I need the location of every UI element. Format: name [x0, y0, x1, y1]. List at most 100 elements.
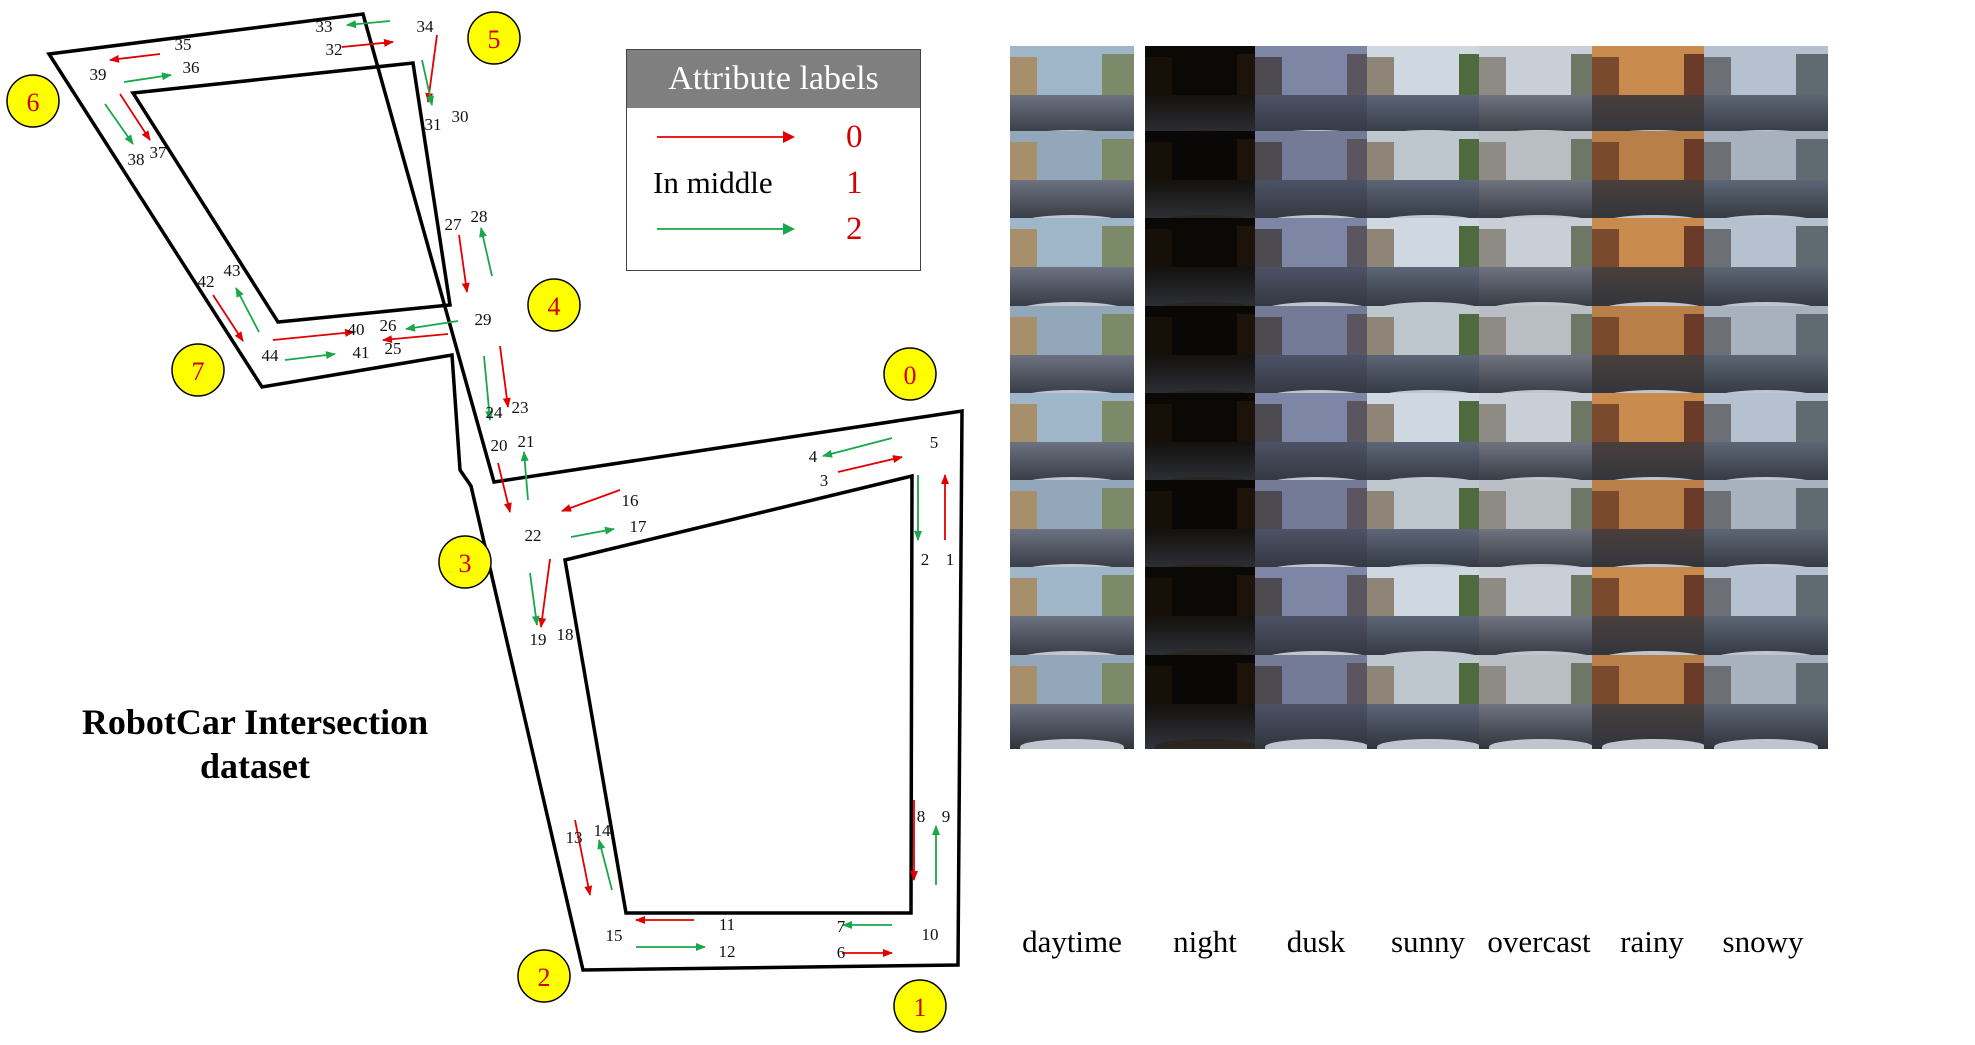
red-route-arrow [458, 234, 470, 293]
intersection-marker: 6 [6, 74, 60, 128]
route-point-label: 13 [566, 828, 583, 847]
scene-image-dusk [1255, 218, 1379, 312]
route-point-label: 38 [128, 150, 145, 169]
intersection-circle [6, 74, 60, 128]
scene-image-daytime [1010, 46, 1134, 140]
scene-image-night [1145, 46, 1269, 140]
route-point-label: 40 [348, 320, 365, 339]
condition-label-dusk: dusk [1286, 924, 1346, 959]
scene-image-daytime [1010, 655, 1134, 749]
route-point-label: 16 [622, 491, 639, 510]
attribute-legend: Attribute labels 0 In middle 1 2 [626, 49, 921, 271]
intersection-circle [467, 11, 521, 65]
scene-image-rainy [1592, 655, 1716, 749]
red-route-arrow [109, 53, 161, 63]
legend-header: Attribute labels [627, 50, 920, 108]
intersection-label: 1 [914, 993, 927, 1022]
route-point-label: 17 [630, 517, 648, 536]
condition-label-snowy: snowy [1722, 924, 1804, 959]
intersection-marker: 3 [438, 535, 492, 589]
scene-image-sunny [1367, 655, 1491, 749]
route-point-label: 5 [930, 433, 939, 452]
scene-image-rainy [1592, 46, 1716, 140]
route-point-label: 44 [262, 346, 280, 365]
legend-row-0: 0 [627, 115, 920, 159]
legend-value: 1 [846, 165, 863, 201]
green-route-arrow [520, 451, 529, 501]
legend-text: In middle [653, 165, 773, 200]
scene-image-overcast [1479, 306, 1603, 400]
scene-image-night [1145, 393, 1269, 487]
route-point-label: 41 [353, 343, 370, 362]
route-point-label: 26 [380, 316, 397, 335]
red-route-arrow [561, 489, 621, 512]
scene-image-dusk [1255, 655, 1379, 749]
scene-image-overcast [1479, 46, 1603, 140]
route-point-label: 12 [719, 942, 736, 961]
scene-image-sunny [1367, 567, 1491, 661]
red-route-arrow [497, 462, 512, 513]
scene-image-rainy [1592, 131, 1716, 225]
legend-row-2: 2 [627, 207, 920, 251]
route-point-label: 7 [837, 917, 846, 936]
red-arrow-icon [657, 131, 795, 143]
scene-image-sunny [1367, 393, 1491, 487]
green-route-arrow [479, 227, 493, 277]
dataset-title: RobotCar Intersection dataset [81, 702, 429, 786]
scene-image-dusk [1255, 306, 1379, 400]
intersection-marker: 7 [171, 343, 225, 397]
scene-image-night [1145, 218, 1269, 312]
route-point-label: 3 [820, 471, 829, 490]
route-point-label: 18 [557, 625, 574, 644]
road-inner-block-lower [562, 473, 914, 915]
route-point-label: 1 [946, 550, 955, 569]
green-route-arrow [570, 526, 615, 538]
condition-label-sunny: sunny [1390, 924, 1466, 959]
scene-image-sunny [1367, 46, 1491, 140]
red-route-arrow [837, 455, 903, 473]
green-route-arrow [123, 72, 172, 83]
route-point-label: 37 [150, 143, 168, 162]
intersection-label: 4 [548, 292, 561, 321]
green-route-arrow [346, 20, 391, 29]
scene-image-rainy [1592, 480, 1716, 574]
route-point-label: 33 [316, 17, 333, 36]
scene-image-overcast [1479, 480, 1603, 574]
green-route-arrow [483, 355, 494, 421]
legend-value: 0 [846, 119, 863, 155]
scene-image-night [1145, 655, 1269, 749]
scene-image-dusk [1255, 131, 1379, 225]
route-point-label: 31 [425, 115, 442, 134]
red-route-arrow [272, 328, 355, 341]
road-inner-block-upper [130, 61, 453, 324]
condition-label-rainy: rainy [1620, 924, 1684, 959]
scene-image-snowy [1704, 218, 1828, 312]
route-point-label: 29 [475, 310, 492, 329]
condition-label-night: night [1173, 924, 1237, 959]
green-arrow-icon [657, 223, 795, 235]
route-point-label: 14 [594, 821, 612, 840]
red-route-arrow [382, 333, 449, 344]
route-point-label: 22 [525, 526, 542, 545]
route-point-label: 42 [198, 272, 215, 291]
legend-value: 2 [846, 211, 863, 247]
condition-label-daytime: daytime [1022, 924, 1122, 959]
intersection-label: 7 [192, 357, 205, 386]
route-point-label: 21 [518, 432, 535, 451]
intersection-label: 6 [27, 88, 40, 117]
route-point-label: 24 [486, 403, 504, 422]
scene-image-dusk [1255, 567, 1379, 661]
scene-image-daytime [1010, 306, 1134, 400]
scene-image-sunny [1367, 131, 1491, 225]
green-route-arrow [284, 351, 336, 361]
route-point-label: 10 [922, 925, 939, 944]
scene-image-rainy [1592, 218, 1716, 312]
red-route-arrow [341, 38, 394, 48]
route-point-label: 39 [90, 65, 107, 84]
condition-label-overcast: overcast [1487, 924, 1591, 959]
scene-image-snowy [1704, 480, 1828, 574]
intersection-circle [527, 278, 581, 332]
image-grid [1010, 46, 1970, 966]
intersection-marker: 2 [517, 949, 571, 1003]
